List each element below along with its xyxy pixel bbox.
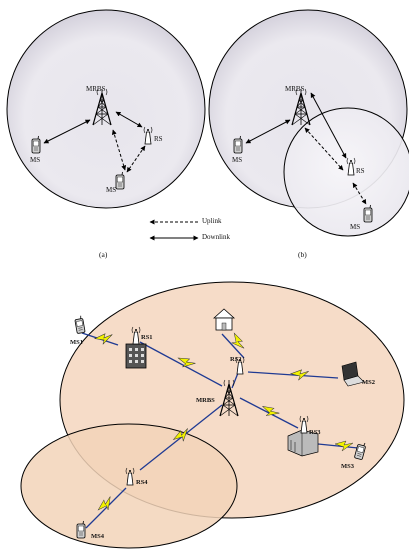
link-line [139, 341, 223, 387]
downlink-arrow [245, 119, 291, 144]
relay-cell-area [20, 423, 238, 549]
ms3-label: MS3 [341, 463, 354, 470]
ms4-label: MS4 [91, 533, 104, 540]
caption-b: (b) [298, 250, 307, 259]
relay-coverage-b [283, 107, 409, 237]
ms-label: MS [30, 156, 41, 164]
link-line [239, 397, 299, 429]
legend [149, 219, 199, 241]
rs-label: RS [356, 167, 365, 175]
rs3-label: RS3 [309, 429, 321, 436]
mrbs-label: MRBS [285, 85, 305, 93]
rs4-label: RS4 [136, 479, 148, 486]
downlink-arrow [43, 119, 91, 144]
rs2-label: RS2 [230, 356, 242, 363]
link-line [85, 487, 127, 529]
uplink-arrow [304, 127, 344, 171]
mrbs-label: MRBS [196, 397, 215, 404]
ms1-label: MS1 [70, 339, 83, 346]
panel-b [208, 9, 409, 237]
ms-label: MS [232, 156, 243, 164]
rs1-building-icon [125, 343, 147, 369]
rs1-label: RS1 [141, 334, 153, 341]
ms2-label: MS2 [362, 379, 375, 386]
mrbs-label: MRBS [86, 85, 106, 93]
rs-label: RS [154, 135, 163, 143]
ms-label: MS [106, 186, 117, 194]
house-icon [212, 308, 236, 331]
link-line [247, 371, 339, 379]
uplink-arrow [352, 182, 367, 205]
legend-uplink-label: Uplink [202, 217, 222, 225]
ms-label: MS [350, 223, 361, 231]
downlink-arrow [115, 111, 143, 128]
bottom-network [20, 281, 405, 549]
caption-a: (a) [99, 250, 108, 259]
uplink-arrow [111, 129, 127, 171]
link-line [317, 443, 359, 449]
link-line [221, 333, 245, 359]
ms2-laptop-icon [341, 361, 365, 387]
panel-a [6, 9, 206, 209]
uplink-arrow [126, 145, 146, 173]
ms1-phone-icon [73, 315, 86, 334]
legend-downlink-label: Downlink [202, 233, 230, 241]
